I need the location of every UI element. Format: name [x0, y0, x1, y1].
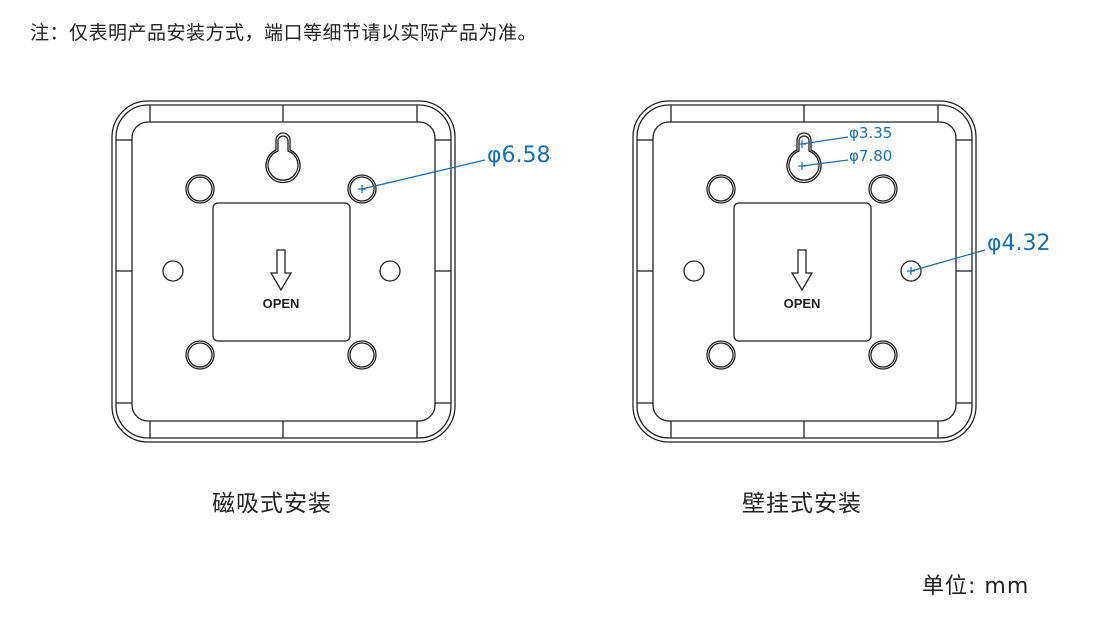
- magnetic-mount-device: [111, 100, 456, 443]
- dimension-leaders: [798, 136, 986, 275]
- dimension-label: φ4.32: [987, 231, 1051, 256]
- wall-mount-caption: 壁挂式安装: [742, 491, 862, 517]
- wall-mount-device: [632, 100, 977, 443]
- dimension-label: φ3.35: [849, 124, 892, 142]
- open-label: OPEN: [263, 296, 300, 311]
- magnetic-mount-caption: 磁吸式安装: [212, 491, 332, 517]
- unit-label: 单位: mm: [922, 574, 1030, 599]
- dimension-leader-6-58: [358, 159, 486, 193]
- open-label: OPEN: [784, 296, 821, 311]
- dimension-label: φ6.58: [487, 143, 551, 168]
- dimension-label: φ7.80: [849, 147, 892, 165]
- disclaimer-note: 注：仅表明产品安装方式，端口等细节请以实际产品为准。: [30, 22, 538, 44]
